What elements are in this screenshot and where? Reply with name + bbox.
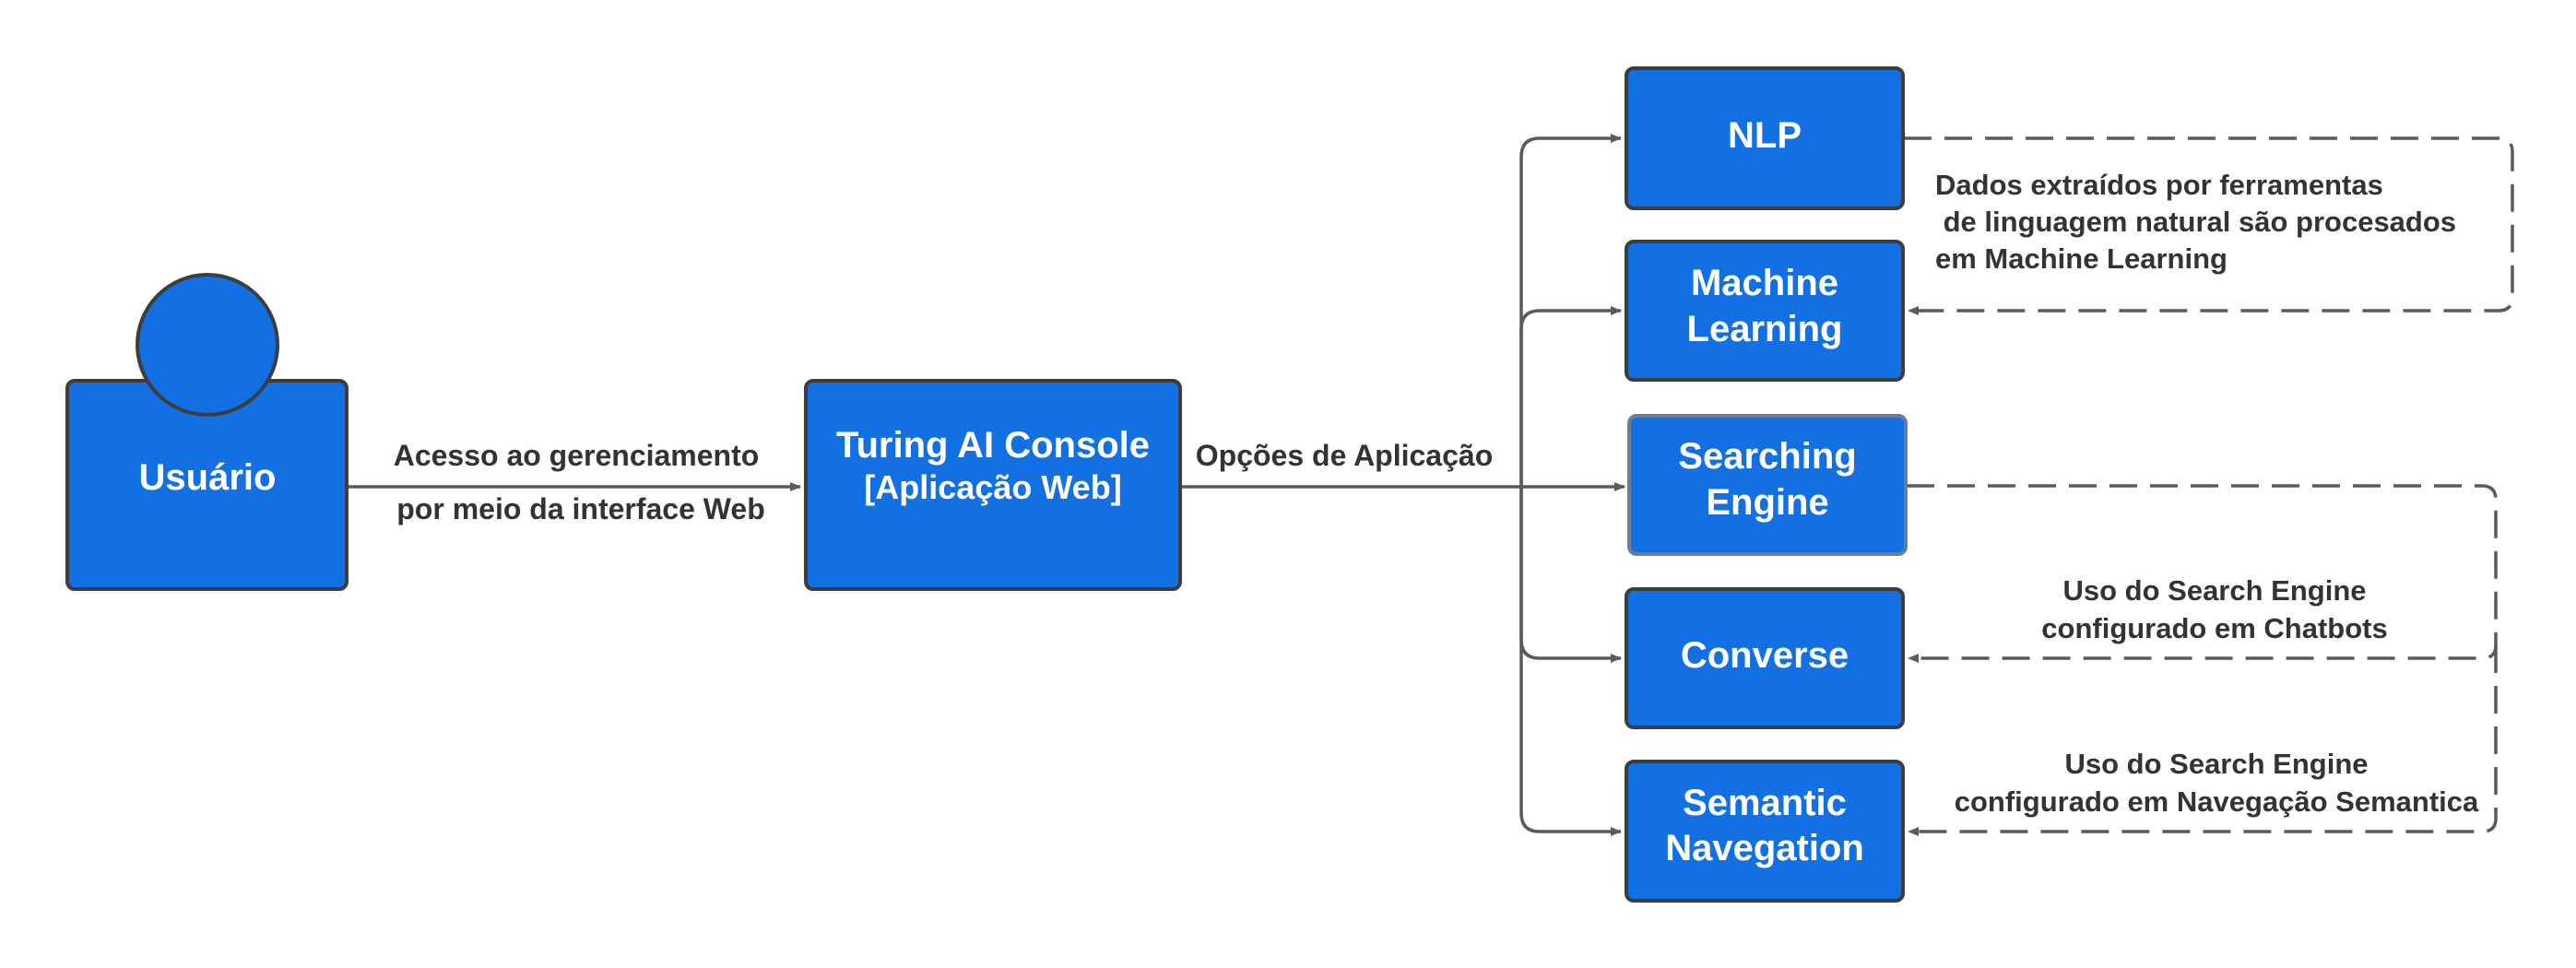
ml-box (1625, 240, 1905, 382)
nlp-to-ml-label-line1: Dados extraídos por ferramentas (1935, 169, 2383, 201)
semantic-label-line2: Navegation (1665, 828, 1864, 868)
search-label-line1: Searching (1678, 436, 1856, 477)
edge-branch-to-semantic (1519, 487, 1622, 836)
edge-branch-to-ml (1519, 306, 1622, 487)
console-title: Turing AI Console (836, 425, 1150, 466)
person-icon (136, 273, 279, 417)
user-label: Usuário (139, 457, 277, 498)
edge-search-to-converse (1907, 484, 2498, 663)
edge-nlp-to-ml (1904, 136, 2514, 315)
access-label-line1: Acesso ao gerenciamento (394, 439, 760, 472)
nlp-label: NLP (1728, 115, 1802, 156)
converse-box (1625, 587, 1905, 729)
nlp-node[interactable]: NLP (1625, 66, 1905, 210)
search-to-converse-label-line1: Uso do Search Engine (2062, 574, 2366, 607)
edge-search-to-semantic (1908, 645, 2498, 836)
console-subtitle: [Aplicação Web] (864, 468, 1121, 506)
access-label-line2: por meio da interface Web (396, 492, 765, 525)
search-to-semantic-label-line2: configurado em Navegação Semantica (1955, 785, 2479, 818)
connectors (349, 134, 1625, 836)
search-to-semantic-label-line1: Uso do Search Engine (2064, 748, 2368, 780)
console-box (804, 379, 1182, 591)
search-node[interactable]: Searching Engine (1627, 414, 1908, 556)
user-node[interactable]: Usuário (65, 273, 349, 591)
search-label-line2: Engine (1706, 482, 1828, 523)
nlp-box (1625, 66, 1905, 210)
semantic-box (1625, 760, 1905, 903)
edge-branch-to-converse (1519, 487, 1622, 663)
nlp-to-ml-label-line2: de linguagem natural são procesados (1935, 206, 2456, 238)
semantic-node[interactable]: Semantic Navegation (1625, 760, 1905, 903)
options-label: Opções de Aplicação (1196, 439, 1493, 472)
converse-label: Converse (1681, 635, 1849, 676)
edge-branch-to-nlp (1519, 134, 1622, 487)
search-box (1627, 414, 1908, 556)
semantic-label-line1: Semantic (1683, 783, 1847, 823)
converse-node[interactable]: Converse (1625, 587, 1905, 729)
console-node[interactable]: Turing AI Console [Aplicação Web] (804, 379, 1182, 591)
search-to-converse-label-line2: configurado em Chatbots (2041, 612, 2387, 644)
nlp-to-ml-label-line3: em Machine Learning (1935, 242, 2227, 275)
ml-label-line2: Learning (1687, 309, 1843, 349)
ml-node[interactable]: Machine Learning (1625, 240, 1905, 382)
dashed-connectors (1904, 136, 2514, 836)
ml-label-line1: Machine (1691, 263, 1838, 303)
